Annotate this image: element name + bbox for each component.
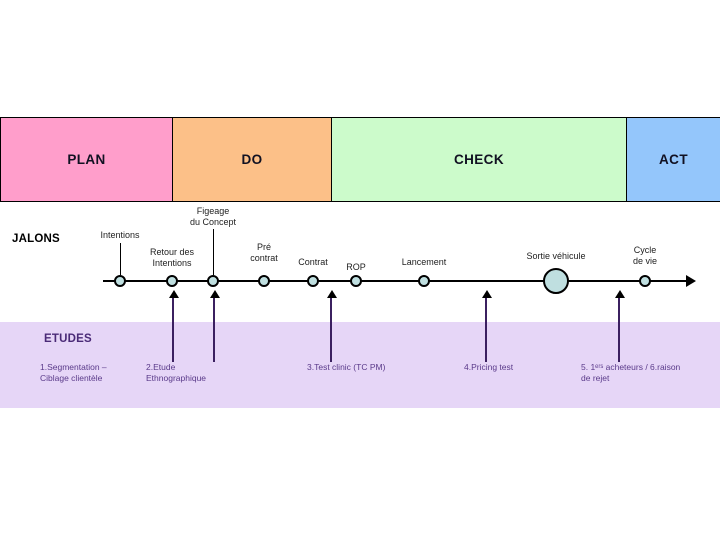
etudes-panel bbox=[0, 322, 720, 408]
milestone-node-pre-contrat[interactable] bbox=[258, 275, 270, 287]
etudes-item-label-segmentation: 1.Segmentation – Ciblage clientèle bbox=[40, 362, 107, 383]
phase-box-act[interactable]: ACT bbox=[626, 117, 720, 202]
etudes-arrow-head-icon-1 bbox=[169, 290, 179, 298]
etudes-arrow-head-icon-2 bbox=[210, 290, 220, 298]
etudes-arrow-head-icon-4 bbox=[482, 290, 492, 298]
milestone-stem-intentions bbox=[120, 243, 121, 275]
phase-label-do: DO bbox=[241, 152, 263, 167]
milestone-node-rop[interactable] bbox=[350, 275, 362, 287]
etudes-arrow-shaft-4 bbox=[485, 296, 487, 362]
milestone-label-intentions: Intentions bbox=[100, 230, 140, 240]
milestone-label-figeage-concept: Figeage du Concept bbox=[189, 206, 237, 227]
milestone-node-lancement[interactable] bbox=[418, 275, 430, 287]
timeline-axis-thin-segment bbox=[353, 280, 415, 282]
milestone-label-sortie-vehicule: Sortie véhicule bbox=[526, 251, 586, 261]
etudes-item-label-pricing-test: 4.Pricing test bbox=[464, 362, 514, 372]
etudes-section-title: ETUDES bbox=[44, 333, 92, 345]
etudes-arrow-shaft-2 bbox=[213, 296, 215, 362]
milestone-stem-figeage-concept bbox=[213, 229, 214, 275]
milestone-label-rop: ROP bbox=[346, 262, 366, 272]
milestone-node-contrat[interactable] bbox=[307, 275, 319, 287]
phase-box-do[interactable]: DO bbox=[172, 117, 332, 202]
etudes-arrow-shaft-1 bbox=[172, 296, 174, 362]
milestone-label-cycle-de-vie: Cycle de vie bbox=[632, 245, 658, 266]
phase-label-plan: PLAN bbox=[67, 152, 106, 167]
milestone-label-contrat: Contrat bbox=[298, 257, 328, 267]
milestone-label-pre-contrat: Pré contrat bbox=[250, 242, 278, 263]
milestone-node-figeage-concept[interactable] bbox=[207, 275, 219, 287]
milestone-label-retour-intentions: Retour des Intentions bbox=[149, 247, 195, 268]
phase-box-plan[interactable]: PLAN bbox=[0, 117, 173, 202]
phase-label-check: CHECK bbox=[453, 152, 504, 167]
milestone-node-sortie-vehicule[interactable] bbox=[543, 268, 569, 294]
milestone-label-lancement: Lancement bbox=[401, 257, 447, 267]
milestone-node-cycle-de-vie[interactable] bbox=[639, 275, 651, 287]
timeline-arrow-head-icon bbox=[686, 275, 696, 287]
etudes-item-label-test-clinic: 3.Test clinic (TC PM) bbox=[307, 362, 386, 372]
jalons-section-title: JALONS bbox=[12, 233, 60, 245]
etudes-arrow-head-icon-5 bbox=[615, 290, 625, 298]
etudes-arrow-shaft-5 bbox=[618, 296, 620, 362]
etudes-arrow-head-icon-3 bbox=[327, 290, 337, 298]
etudes-arrow-shaft-3 bbox=[330, 296, 332, 362]
milestone-node-intentions[interactable] bbox=[114, 275, 126, 287]
phase-label-act: ACT bbox=[659, 152, 688, 167]
etudes-item-label-acheteurs: 5. 1ᵉʳˢ acheteurs / 6.raison de rejet bbox=[581, 362, 681, 383]
phase-box-check[interactable]: CHECK bbox=[331, 117, 627, 202]
etudes-item-label-ethnographique: 2.Etude Ethnographique bbox=[146, 362, 207, 383]
milestone-node-retour-intentions[interactable] bbox=[166, 275, 178, 287]
